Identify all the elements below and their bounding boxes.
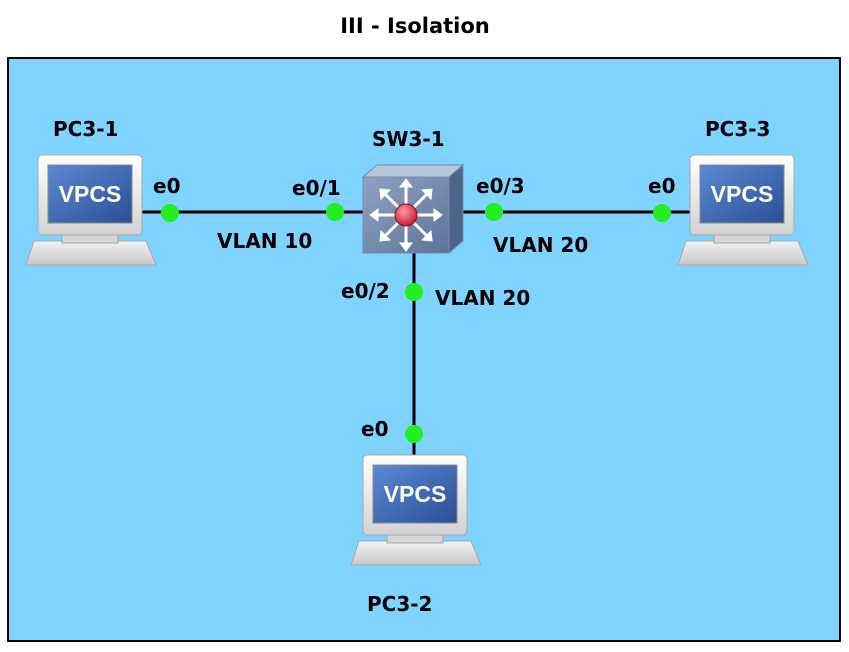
port-label-sw3-1-e0-3: e0/3	[476, 174, 525, 198]
port-label-pc3-1-e0: e0	[153, 174, 181, 198]
pc-icon	[25, 154, 157, 266]
diagram-title: III - Isolation	[340, 14, 490, 38]
pc3-2-node[interactable]: VPCS	[350, 454, 482, 566]
port-pc3-3-e0[interactable]	[653, 204, 671, 222]
multilayer-switch-icon	[361, 163, 465, 255]
port-label-sw3-1-e0-1: e0/1	[292, 176, 341, 200]
port-label-pc3-2-e0: e0	[361, 417, 389, 441]
pc3-2-screen-text: VPCS	[384, 481, 447, 507]
port-pc3-2-e0[interactable]	[405, 425, 423, 443]
port-sw3-1-e0-2[interactable]	[405, 283, 423, 301]
vlan-label-link-1: VLAN 10	[217, 229, 313, 253]
vlan-label-link-2: VLAN 20	[435, 286, 531, 310]
sw3-1-node[interactable]	[361, 163, 465, 255]
port-sw3-1-e0-3[interactable]	[485, 203, 503, 221]
pc3-3-label: PC3-3	[705, 117, 771, 141]
vlan-label-link-3: VLAN 20	[493, 233, 589, 257]
sw3-1-label: SW3-1	[372, 127, 445, 151]
pc3-2-label: PC3-2	[367, 592, 433, 616]
pc3-1-screen-text: VPCS	[59, 181, 122, 207]
pc3-1-node[interactable]: VPCS	[25, 154, 157, 266]
port-label-sw3-1-e0-2: e0/2	[341, 279, 390, 303]
pc3-1-label: PC3-1	[53, 117, 119, 141]
pc3-3-screen-text: VPCS	[711, 181, 774, 207]
pc-icon	[677, 154, 809, 266]
pc-icon	[350, 454, 482, 566]
port-pc3-1-e0[interactable]	[161, 204, 179, 222]
port-sw3-1-e0-1[interactable]	[326, 203, 344, 221]
pc3-3-node[interactable]: VPCS	[677, 154, 809, 266]
port-label-pc3-3-e0: e0	[648, 174, 676, 198]
